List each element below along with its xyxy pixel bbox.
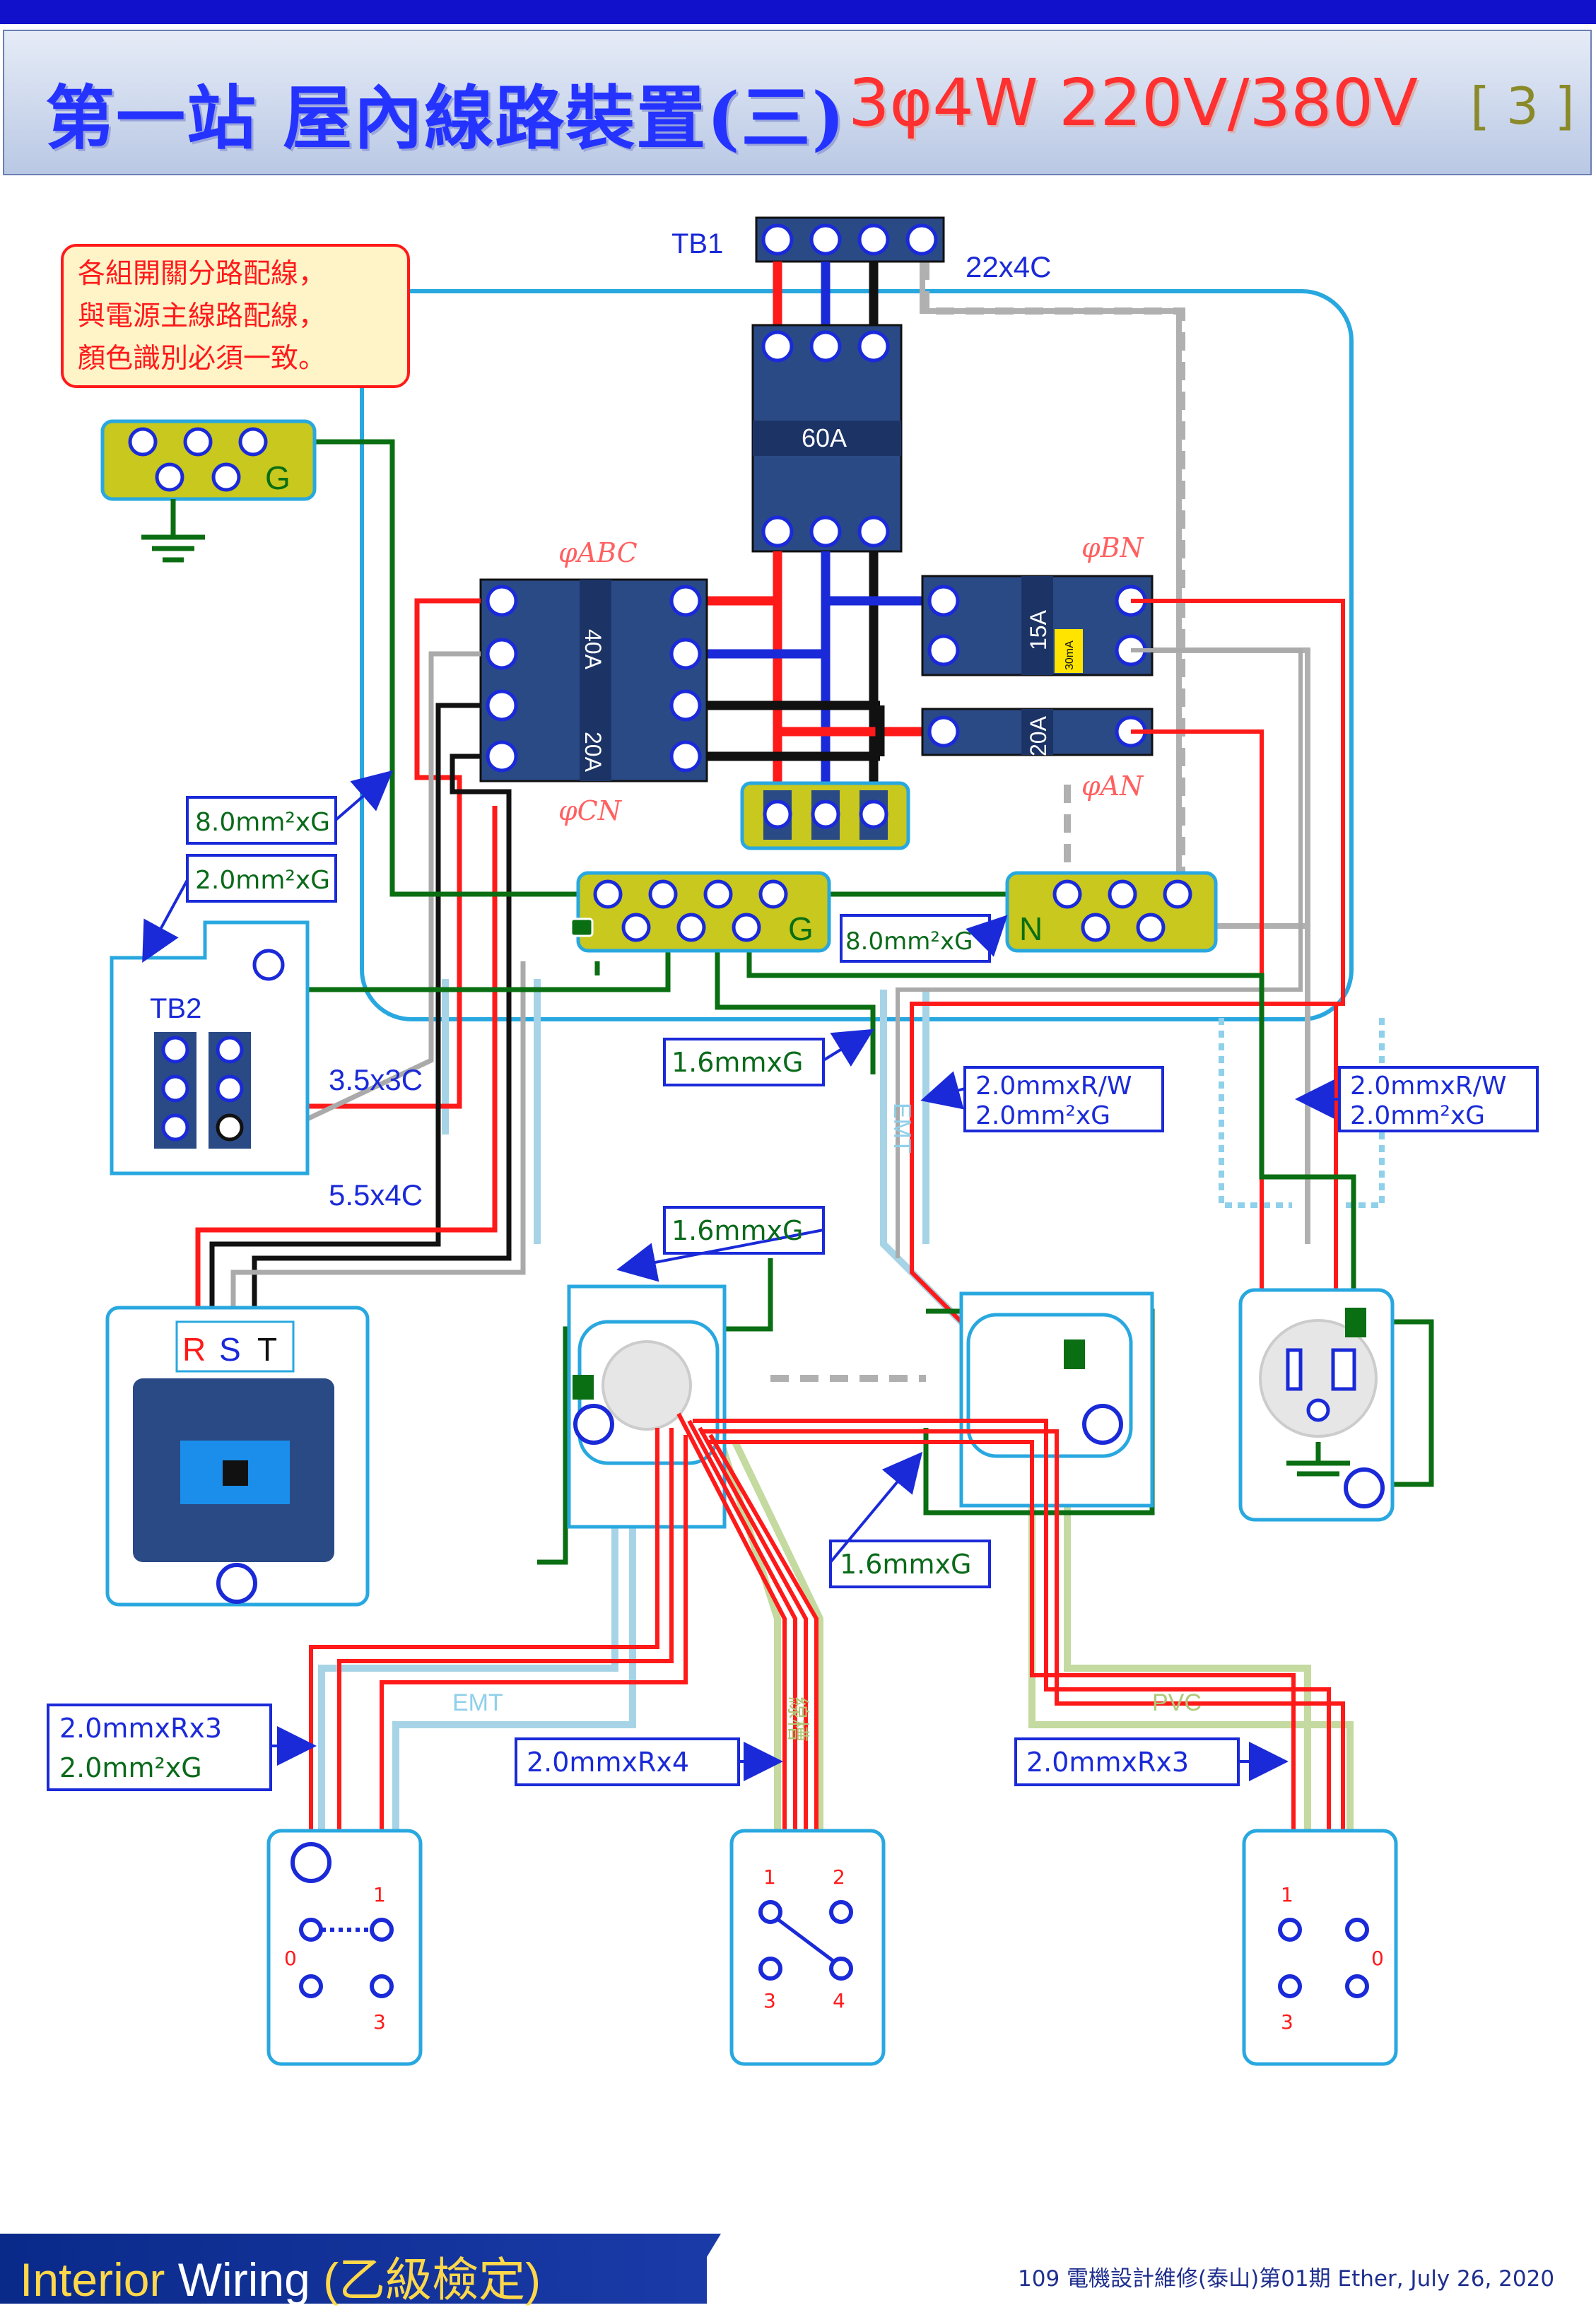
- switch-right-terminal-0: 0: [1371, 1947, 1384, 1970]
- neutral-bar: [1005, 871, 1218, 953]
- page-title: 第一站 屋內線路裝置(三): [45, 78, 846, 159]
- footer-bar: [0, 2234, 707, 2304]
- ground-bar-center: [570, 871, 831, 953]
- footer-title-b: Wiring: [177, 2253, 310, 2306]
- footer-title-c: (乙級檢定): [323, 2253, 541, 2306]
- dashed-gray-runs: [770, 262, 1185, 1382]
- switch-box-left: [266, 1829, 423, 2066]
- contactor-t-label: T: [257, 1331, 277, 1368]
- switch-right-terminal-1: 1: [1281, 1883, 1293, 1906]
- dotted-lightblue-runs: [1219, 1018, 1385, 1208]
- callout-3-5x3c: 3.5x3C: [329, 1063, 423, 1096]
- breaker-40a-label: 40A: [580, 629, 606, 670]
- callout-rw-mid-2: 2.0mm²xG: [975, 1101, 1110, 1130]
- callout-rx3-left-2: 2.0mm²xG: [59, 1752, 202, 1783]
- branch-wires-right: [896, 599, 1345, 1395]
- ground-bar-top: [100, 419, 317, 563]
- tb2-terminal-block: [110, 920, 310, 1175]
- breaker-20a-label: 20A: [580, 732, 606, 773]
- callout-8mm-right: 8.0mm²xG: [845, 927, 973, 956]
- footer-bar-edge: [679, 2234, 721, 2304]
- tb1-label: TB1: [671, 228, 723, 259]
- contactor-r-label: R: [182, 1331, 206, 1368]
- switch-right-terminal-3: 3: [1281, 2010, 1293, 2034]
- breaker-15a-label: 15A: [1026, 609, 1051, 650]
- phase-bn-label: φBN: [1081, 532, 1145, 563]
- callout-5-5x4c: 5.5x4C: [329, 1178, 423, 1212]
- callout-2mm-tb2: 2.0mm²xG: [195, 866, 330, 895]
- switch-box-middle: [729, 1829, 886, 2066]
- pvc-label: PVC: [1152, 1689, 1202, 1716]
- flexible-label: 線槽: [785, 1696, 811, 1742]
- panel-enclosure: [360, 289, 1354, 1021]
- note-box: [61, 244, 410, 388]
- breaker-40a-20a: [479, 578, 708, 782]
- switch-feed-wires: [309, 1412, 1345, 1901]
- callout-arrows: [142, 770, 1339, 1781]
- switch-left-terminal-3: 3: [373, 2010, 386, 2034]
- breaker-15a-elcb: [921, 575, 1154, 676]
- breaker-20a-an-label: 20A: [1026, 715, 1051, 756]
- callout-8mm-left: 8.0mm²xG: [195, 808, 330, 837]
- main-feeder-wires: [773, 262, 879, 325]
- tb2-label: TB2: [150, 993, 201, 1024]
- phase-abc-label: φABC: [558, 537, 638, 568]
- callout-rx3-right: 2.0mmxRx3: [1026, 1747, 1189, 1778]
- footer-title: Interior Wiring (乙級檢定): [20, 2242, 541, 2310]
- junction-box-left: [567, 1284, 727, 1529]
- note-line-1: 各組開關分路配線，: [78, 258, 326, 290]
- page-number: [ 3 ]: [1470, 76, 1575, 136]
- footer-credit: 109 電機設計維修(泰山)第01期 Ether, July 26, 2020: [1018, 2266, 1555, 2292]
- bus-wires: [707, 551, 944, 788]
- ground-bar-center-label: G: [788, 910, 814, 947]
- callout-boxes: [47, 796, 1539, 1791]
- outlet-box: [1238, 1288, 1395, 1522]
- neutral-bar-label: N: [1019, 910, 1043, 947]
- emt-label-upper: EMT: [888, 1103, 915, 1154]
- switch-mid-terminal-3: 3: [763, 1989, 776, 2012]
- callout-rx3-left-1: 2.0mmxRx3: [59, 1713, 222, 1744]
- switch-left-terminal-1: 1: [373, 1883, 386, 1906]
- phase-an-label: φAN: [1081, 770, 1144, 802]
- tb1-terminal-block: [755, 216, 945, 263]
- phase-cn-label: φCN: [558, 795, 623, 826]
- callout-1-6-top: 1.6mmxG: [671, 1047, 803, 1078]
- main-breaker-60a: [751, 324, 903, 553]
- emt-label-lower: EMT: [452, 1689, 503, 1716]
- switch-box-right: [1242, 1829, 1398, 2066]
- switch-mid-terminal-1: 1: [763, 1865, 776, 1889]
- phase-bus-block: [740, 781, 910, 850]
- contactor-s-label: S: [219, 1331, 241, 1368]
- callout-1-6-box: 1.6mmxG: [671, 1215, 803, 1246]
- callout-rw-mid-1: 2.0mmxR/W: [975, 1072, 1132, 1101]
- callout-1-6-bottom: 1.6mmxG: [840, 1549, 971, 1580]
- callout-rw-right-1: 2.0mmxR/W: [1350, 1072, 1506, 1101]
- breaker-20a-an: [921, 708, 1154, 756]
- contactor-rst: [105, 1306, 370, 1607]
- main-breaker-rating: 60A: [802, 423, 847, 452]
- page-subtitle: 3φ4W 220V/380V: [848, 65, 1419, 141]
- switch-mid-terminal-2: 2: [833, 1865, 845, 1889]
- breaker-30ma-label: 30mA: [1064, 640, 1076, 670]
- top-bar: [0, 0, 1596, 24]
- callout-rx4: 2.0mmxRx4: [527, 1747, 689, 1778]
- note-line-3: 顏色識別必須一致。: [78, 343, 326, 375]
- callout-rw-right-2: 2.0mm²xG: [1350, 1101, 1485, 1130]
- title-banner: [3, 30, 1592, 175]
- switch-left-terminal-0: 0: [284, 1947, 297, 1970]
- feeder-cable-label: 22x4C: [966, 250, 1051, 283]
- ground-bar-top-label: G: [265, 459, 291, 496]
- switch-mid-terminal-4: 4: [833, 1989, 845, 2012]
- footer-title-a: Interior: [20, 2253, 165, 2306]
- note-line-2: 與電源主線路配線，: [78, 300, 326, 332]
